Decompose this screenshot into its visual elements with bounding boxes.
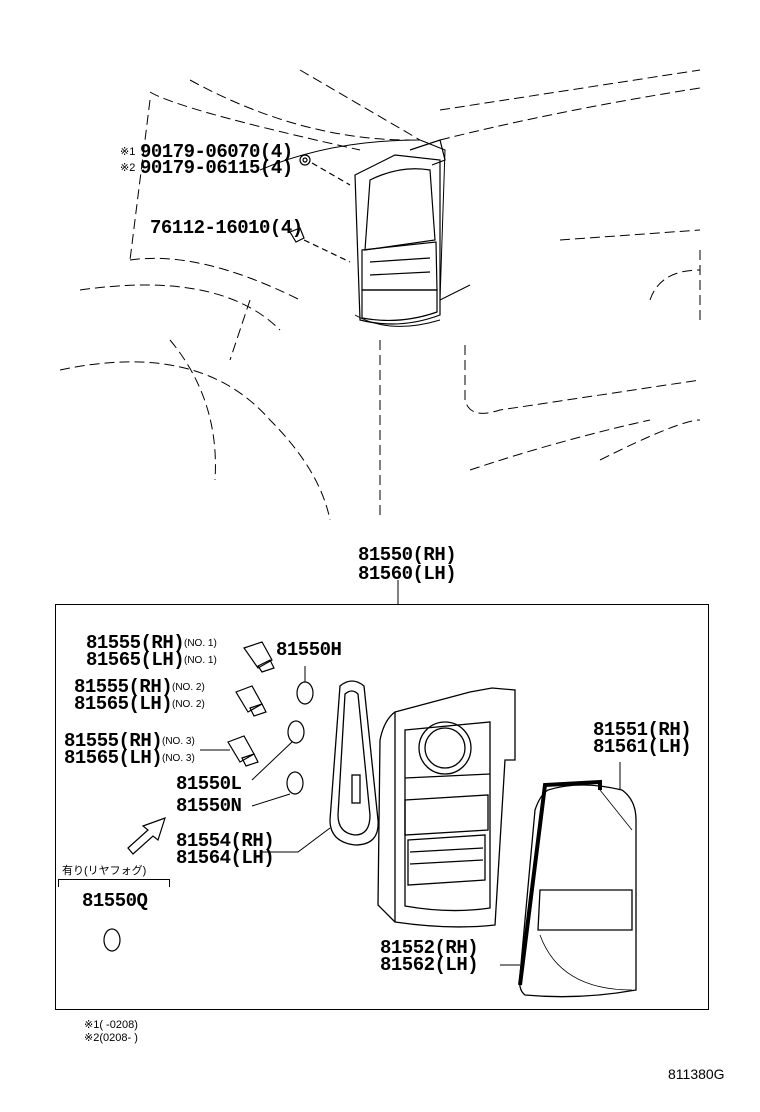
footnote-2: ※2(0208- ) — [84, 1032, 138, 1044]
clip-part-number: 76112-16010(4) — [150, 217, 303, 239]
gasket-rh-part-number: 81554(RH) — [176, 830, 275, 852]
socket3-rh-tag: (NO. 3) — [162, 736, 195, 747]
lens-lh-part-number: 81561(LH) — [593, 736, 692, 758]
assembly-rh-part-number: 81550(RH) — [358, 544, 457, 566]
seal-rh-part-number: 81552(RH) — [380, 937, 479, 959]
socket-no1 — [243, 641, 275, 673]
nut2-part-number: 90179-06115(4) — [140, 157, 293, 179]
bulb-q — [103, 928, 121, 952]
socket1-rh-part-number: 81555(RH) — [86, 632, 185, 654]
nut2-mark: ※2 — [120, 162, 136, 174]
socket3-lh-tag: (NO. 3) — [162, 753, 195, 764]
vehicle-body-outline — [59, 69, 701, 521]
rear-fog-bracket — [58, 879, 170, 887]
vehicle-body-solid — [259, 139, 471, 327]
assembly-lh-part-number: 81560(LH) — [358, 563, 457, 585]
gasket-lh-part-number: 81564(LH) — [176, 847, 275, 869]
rear-fog-note: 有り(リヤフォグ) — [62, 865, 147, 877]
bulb-h — [296, 666, 314, 705]
bulb-l — [251, 720, 305, 781]
bulb-l-part-number: 81550L — [176, 773, 242, 795]
lens-rh-part-number: 81551(RH) — [593, 719, 692, 741]
socket1-lh-tag: (NO. 1) — [184, 655, 217, 666]
socket2-rh-part-number: 81555(RH) — [74, 676, 173, 698]
direction-arrow — [127, 817, 166, 855]
installed-lamp — [354, 139, 446, 325]
nut-hardware — [299, 154, 351, 186]
socket2-rh-tag: (NO. 2) — [172, 682, 205, 693]
bulb-h-part-number: 81550H — [276, 639, 342, 661]
bulb-q-part-number: 81550Q — [82, 890, 148, 912]
socket2-lh-part-number: 81565(LH) — [74, 693, 173, 715]
exploded-view-frame — [55, 604, 709, 1010]
bulb-n — [251, 771, 304, 807]
socket3-rh-part-number: 81555(RH) — [64, 730, 163, 752]
footnote-1: ※1( -0208) — [84, 1019, 138, 1031]
socket-no3 — [200, 735, 259, 767]
nut1-mark: ※1 — [120, 146, 136, 158]
seal-lh-part-number: 81562(LH) — [380, 954, 479, 976]
socket3-lh-part-number: 81565(LH) — [64, 747, 163, 769]
socket2-lh-tag: (NO. 2) — [172, 699, 205, 710]
bulb-n-part-number: 81550N — [176, 795, 242, 817]
clip-hardware — [289, 227, 351, 263]
gasket-81554 — [262, 680, 379, 853]
socket-no2 — [235, 685, 267, 717]
figure-code: 811380G — [668, 1066, 725, 1082]
lamp-housing — [377, 687, 516, 928]
socket1-lh-part-number: 81565(LH) — [86, 649, 185, 671]
nut1-part-number: 90179-06070(4) — [140, 141, 293, 163]
socket1-rh-tag: (NO. 1) — [184, 638, 217, 649]
outer-lens — [518, 762, 637, 998]
